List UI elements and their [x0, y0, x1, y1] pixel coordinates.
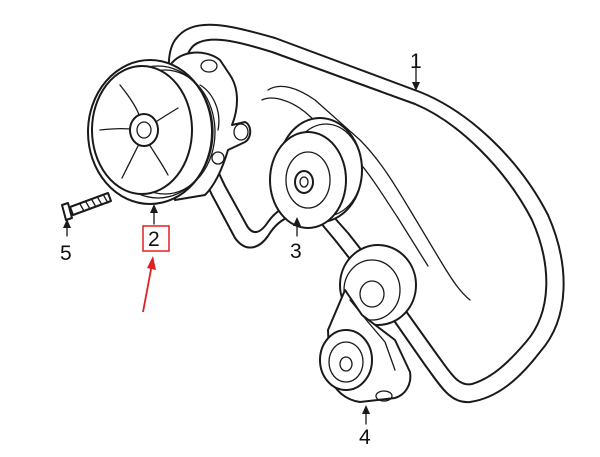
- power-steering-pump-pulley[interactable]: [87, 59, 216, 205]
- highlight-box-2: [142, 225, 170, 252]
- callout-5: 5: [60, 242, 72, 265]
- pulley-bolt[interactable]: [61, 192, 112, 221]
- leader-lines: [63, 54, 420, 425]
- callout-2: 2: [148, 228, 160, 251]
- callout-3: 3: [290, 240, 302, 263]
- pointer-arrow: [142, 256, 156, 313]
- belt-tensioner[interactable]: [319, 244, 417, 403]
- idler-pulley[interactable]: [269, 117, 363, 229]
- callout-1: 1: [410, 50, 422, 73]
- callout-4: 4: [359, 426, 371, 449]
